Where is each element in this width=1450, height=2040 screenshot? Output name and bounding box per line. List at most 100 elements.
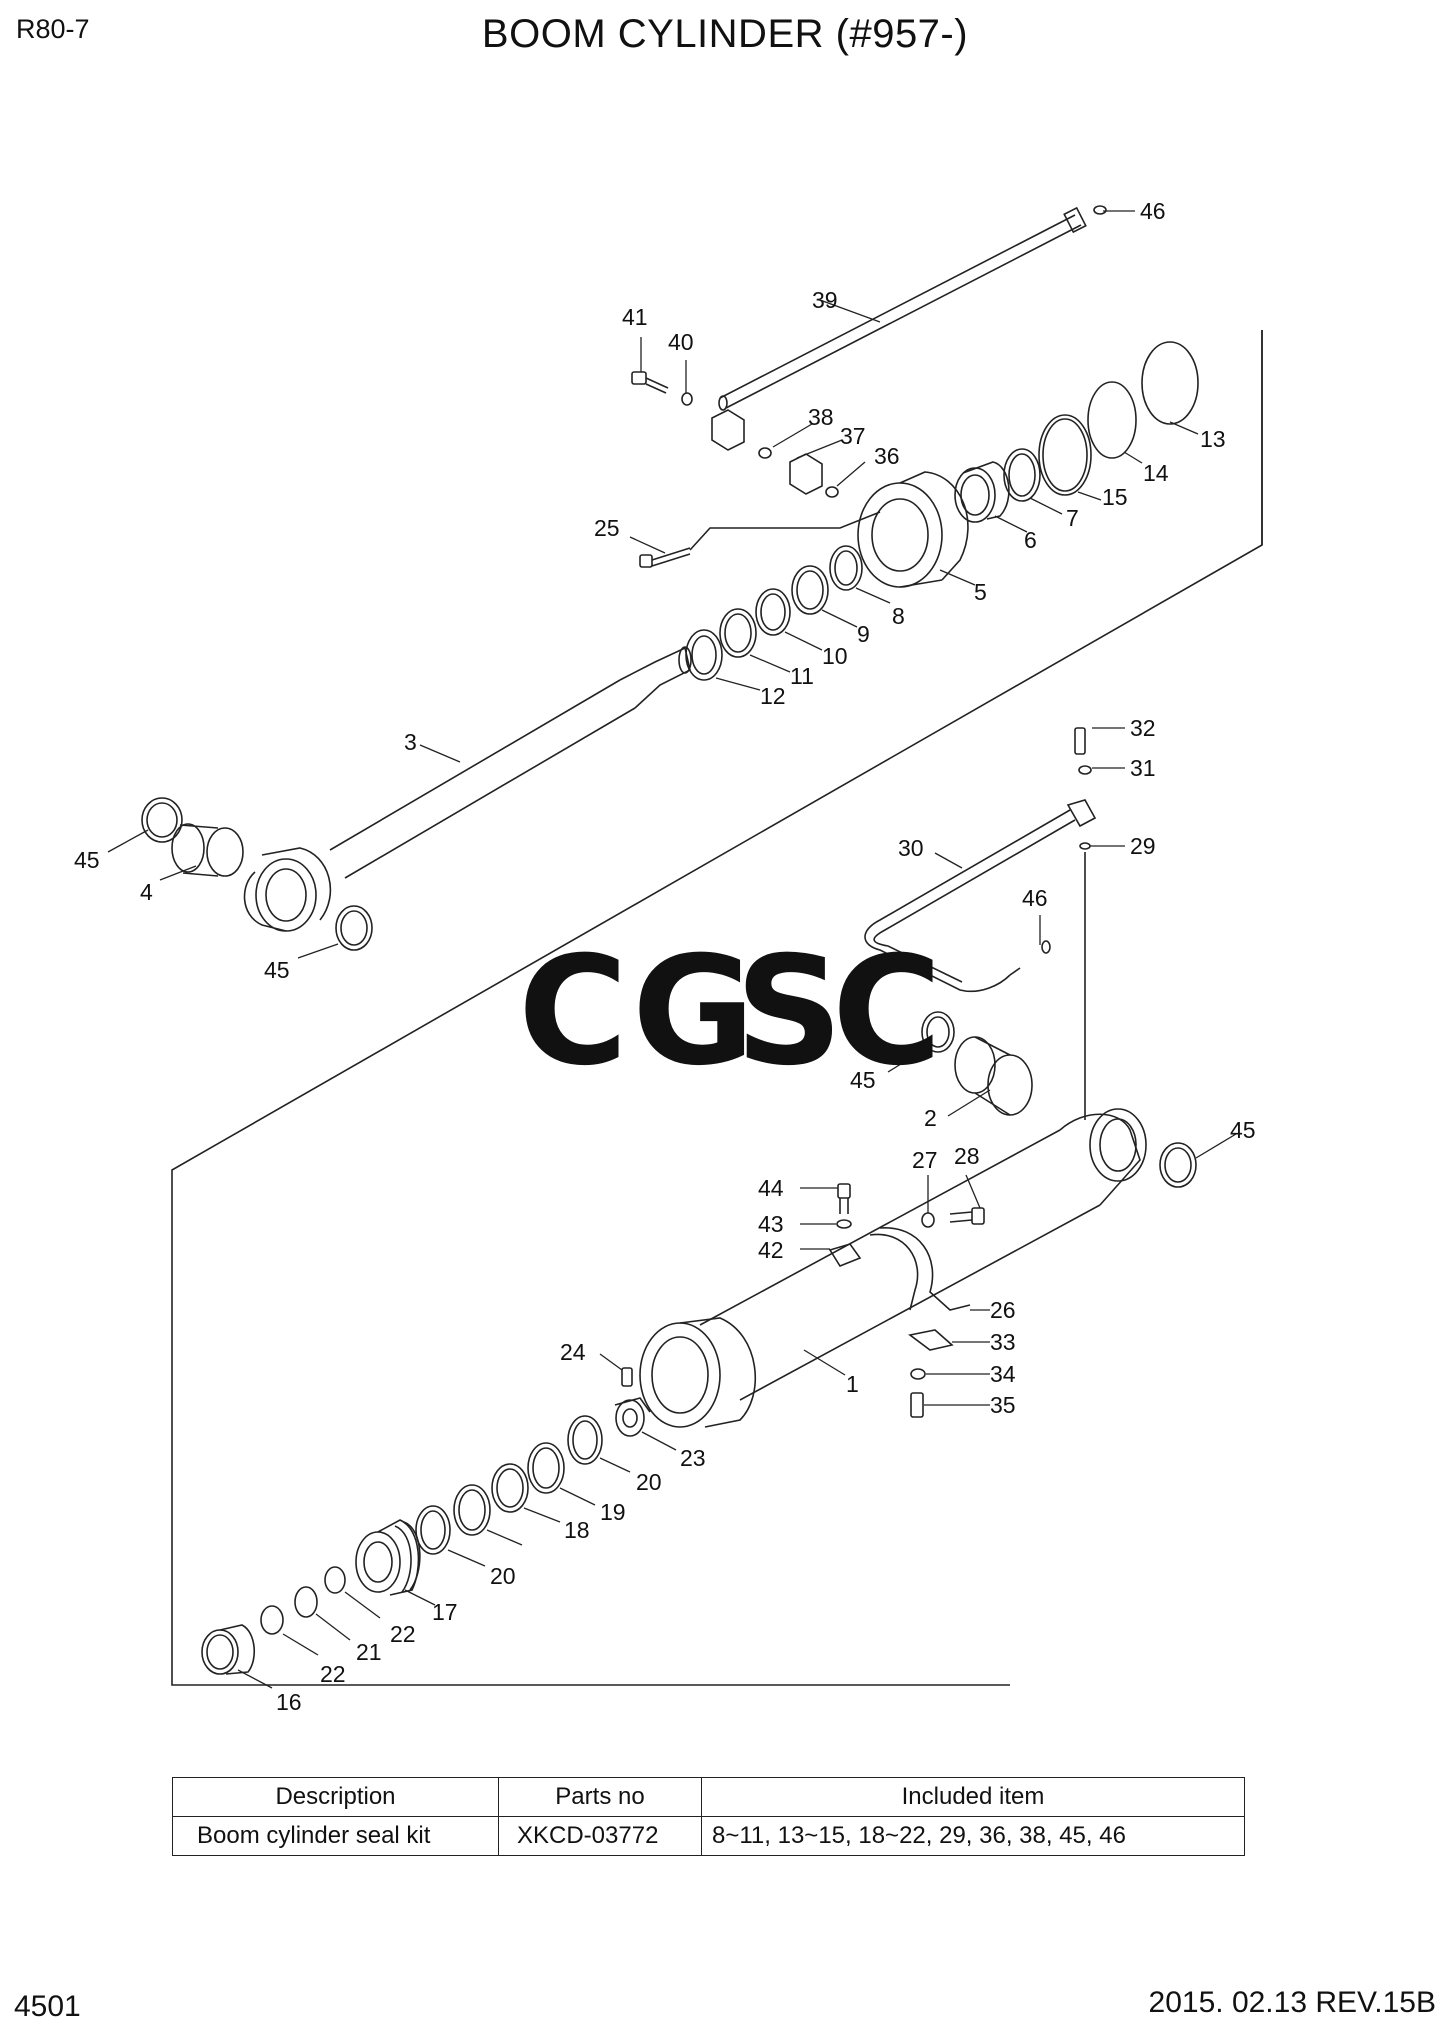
callout-12: 12 (760, 683, 786, 709)
callout-18: 18 (564, 1517, 590, 1543)
callout-33: 33 (990, 1329, 1016, 1355)
callout-22-b: 22 (320, 1661, 346, 1687)
bolt-28 (949, 1207, 985, 1225)
callout-17: 17 (432, 1599, 458, 1625)
ring-22-b (260, 1605, 284, 1635)
watermark-letter-g: G (632, 925, 755, 1099)
piston-17 (355, 1519, 421, 1596)
callout-31: 31 (1130, 755, 1156, 781)
callout-45-b: 45 (264, 957, 290, 983)
callout-9: 9 (857, 621, 870, 647)
clamp-26 (869, 1227, 971, 1418)
callout-21: 21 (356, 1639, 382, 1665)
callout-3: 3 (404, 729, 417, 755)
callout-45-a: 45 (74, 847, 100, 873)
table-row: Boom cylinder seal kit XKCD-03772 8~11, … (172, 1816, 1245, 1856)
ring-19-b (453, 1484, 491, 1536)
piston-rod-3 (243, 646, 692, 932)
callout-26: 26 (990, 1297, 1016, 1323)
callout-labels: 46 39 41 40 38 37 36 25 5 6 7 15 14 13 8… (74, 198, 1256, 1715)
ring-45-c (921, 1011, 955, 1053)
callout-35: 35 (990, 1392, 1016, 1418)
callout-46-a: 46 (1140, 198, 1166, 224)
cell-parts-no: XKCD-03772 (498, 1816, 702, 1856)
callout-32: 32 (1130, 715, 1156, 741)
callout-45-c: 45 (850, 1067, 876, 1093)
callout-44: 44 (758, 1175, 784, 1201)
callout-11: 11 (790, 663, 814, 689)
callout-6: 6 (1024, 527, 1037, 553)
watermark-logo: C G S C (518, 925, 942, 1099)
callout-37: 37 (840, 423, 866, 449)
callout-36: 36 (874, 443, 900, 469)
gland-5 (857, 471, 969, 588)
watermark-letter-c2: C (832, 925, 942, 1099)
page-title: BOOM CYLINDER (#957-) (481, 12, 969, 56)
ring-13 (1141, 341, 1199, 425)
nut-23 (614, 1397, 651, 1437)
callout-8: 8 (892, 603, 905, 629)
snap-ring-7 (1003, 448, 1041, 502)
ring-18 (491, 1463, 529, 1513)
watermark-letter-c1: C (518, 925, 628, 1099)
watermark-letter-s: S (735, 925, 843, 1099)
ring-22-a (324, 1566, 346, 1594)
callout-45-d: 45 (1230, 1117, 1256, 1143)
column-header-description: Description (172, 1777, 499, 1817)
seal-10 (755, 588, 791, 636)
callout-42: 42 (758, 1237, 784, 1263)
callout-25: 25 (594, 515, 620, 541)
callout-22-a: 22 (390, 1621, 416, 1647)
bushing-4 (171, 823, 244, 877)
callout-4: 4 (140, 879, 153, 905)
bolt-25 (639, 511, 881, 568)
model-code: R80-7 (16, 14, 90, 44)
bolt-41 (631, 371, 693, 406)
table-header-row: Description Parts no Included item (172, 1777, 1245, 1817)
callout-23: 23 (680, 1445, 706, 1471)
callout-34: 34 (990, 1361, 1016, 1387)
callout-10: 10 (822, 643, 848, 669)
callout-40: 40 (668, 329, 694, 355)
seal-kit-table: Description Parts no Included item Boom … (172, 1777, 1245, 1856)
callout-46-b: 46 (1022, 885, 1048, 911)
bushing-6 (954, 461, 1010, 523)
callout-16: 16 (276, 1689, 302, 1715)
callout-2: 2 (924, 1105, 937, 1131)
callout-43: 43 (758, 1211, 784, 1237)
pipe-30 (864, 727, 1097, 1120)
callout-24: 24 (560, 1339, 586, 1365)
callout-39: 39 (812, 287, 838, 313)
bushing-16 (201, 1624, 255, 1675)
callout-20-b: 20 (490, 1563, 516, 1589)
ring-21 (294, 1586, 318, 1618)
callout-29: 29 (1130, 833, 1156, 859)
seal-11 (719, 608, 757, 658)
callout-38: 38 (808, 404, 834, 430)
bolt-44 (828, 1183, 862, 1267)
page-number: 4501 (14, 1990, 81, 2023)
callout-5: 5 (974, 579, 987, 605)
callout-30: 30 (898, 835, 924, 861)
callout-19-a: 19 (600, 1499, 626, 1525)
ring-20-b (415, 1505, 451, 1555)
washer-27 (921, 1212, 935, 1228)
ring-14 (1087, 381, 1137, 459)
callout-27: 27 (912, 1147, 938, 1173)
ring-20-a (567, 1415, 603, 1465)
leader-lines (107, 210, 1237, 1689)
cell-included-item: 8~11, 13~15, 18~22, 29, 36, 38, 45, 46 (701, 1816, 1245, 1856)
column-header-parts-no: Parts no (498, 1777, 702, 1817)
callout-41: 41 (622, 304, 648, 330)
seal-9 (791, 565, 829, 615)
cylinder-tube-1 (639, 1108, 1147, 1428)
tie-rod-39 (718, 205, 1107, 411)
callout-7: 7 (1066, 505, 1079, 531)
ring-19-a (527, 1442, 565, 1494)
revision-date: 2015. 02.13 REV.15B (1148, 1986, 1436, 2019)
callout-20-a: 20 (636, 1469, 662, 1495)
ring-45-a (141, 797, 183, 843)
callout-1: 1 (846, 1371, 859, 1397)
seal-8 (829, 545, 863, 591)
